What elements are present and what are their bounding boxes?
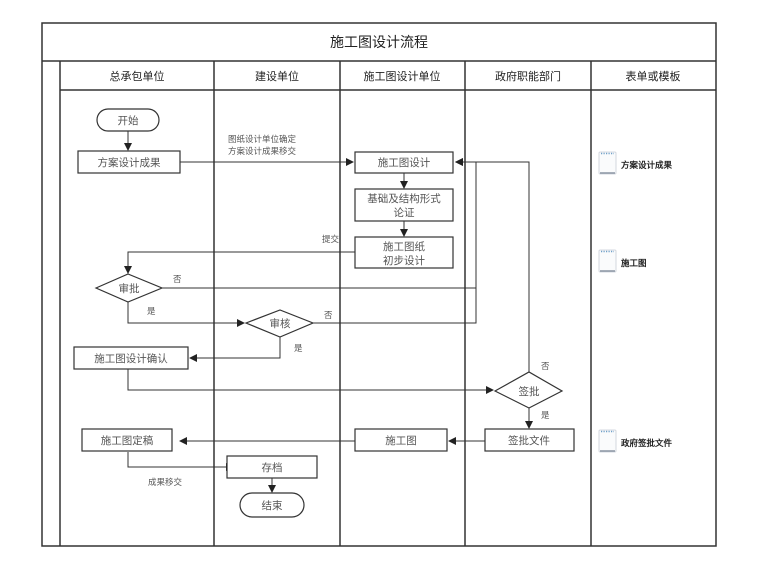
node-preliminary-design: 施工图纸 初步设计: [354, 236, 454, 269]
decision-approve: 审批: [94, 273, 164, 303]
svg-text:基础及结构形式: 基础及结构形式: [367, 192, 441, 205]
edge-review-no: [313, 288, 477, 324]
document-icon: [598, 429, 617, 453]
form-item-gov-sign-document[interactable]: 政府签批文件: [598, 429, 673, 453]
form-item-drawings[interactable]: 施工图: [598, 249, 647, 273]
label-sign-yes: 是: [541, 411, 550, 421]
document-icon: [598, 151, 617, 175]
edge-confirm-to-sign: [127, 369, 494, 394]
edge-review-yes: [189, 337, 281, 362]
edge-final-to-archive: [127, 452, 234, 471]
node-drawings: 施工图: [354, 428, 448, 452]
svg-text:存档: 存档: [262, 461, 283, 474]
node-start: 开始: [96, 108, 160, 132]
node-sign-document: 签批文件: [484, 428, 575, 452]
edge-sign-no: [455, 158, 530, 372]
decision-sign-approve: 签批: [493, 371, 564, 409]
svg-text:审批: 审批: [119, 282, 140, 295]
connectors: [124, 131, 533, 493]
node-foundation-study: 基础及结构形式 论证: [354, 188, 454, 222]
svg-text:施工图定稿: 施工图定稿: [101, 434, 154, 447]
lane-header-government: 政府职能部门: [495, 69, 561, 83]
lane-header-forms: 表单或模板: [626, 69, 681, 83]
svg-text:初步设计: 初步设计: [383, 254, 425, 267]
svg-text:政府签批文件: 政府签批文件: [621, 438, 673, 449]
node-final-drawings: 施工图定稿: [81, 428, 173, 452]
label-approve-no: 否: [173, 275, 182, 285]
node-end: 结束: [239, 492, 305, 518]
svg-text:结束: 结束: [262, 499, 283, 512]
edge-submit-to-approve: [124, 251, 355, 274]
edge-approve-no: [162, 158, 477, 289]
decision-review: 审核: [244, 309, 315, 338]
node-design-confirm: 施工图设计确认: [73, 346, 189, 370]
svg-text:施工图: 施工图: [621, 258, 647, 269]
document-icon: [598, 249, 617, 273]
lane-header-design-unit: 施工图设计单位: [364, 69, 441, 83]
label-transfer-line1: 图纸设计单位确定: [228, 134, 297, 145]
form-item-scheme-result[interactable]: 方案设计成果: [598, 151, 673, 175]
edge-approve-yes: [127, 302, 245, 327]
swimlane-frame: [41, 22, 717, 547]
label-approve-yes: 是: [147, 307, 156, 317]
svg-text:施工图设计: 施工图设计: [378, 156, 431, 169]
label-transfer-line2: 方案设计成果移交: [228, 146, 297, 157]
svg-text:方案设计成果: 方案设计成果: [621, 160, 673, 171]
label-submit: 提交: [322, 234, 340, 245]
node-archive: 存档: [226, 455, 318, 479]
lane-header-general-contractor: 总承包单位: [110, 69, 165, 83]
svg-text:施工图设计确认: 施工图设计确认: [94, 352, 168, 365]
label-review-no: 否: [324, 311, 333, 321]
svg-text:论证: 论证: [394, 206, 415, 219]
svg-text:签批: 签批: [519, 385, 540, 398]
svg-text:方案设计成果: 方案设计成果: [98, 156, 161, 169]
node-construction-design: 施工图设计: [354, 151, 454, 174]
label-result-transfer: 成果移交: [148, 477, 183, 488]
label-review-yes: 是: [294, 344, 303, 354]
page-title: 施工图设计流程: [330, 35, 428, 51]
svg-text:施工图: 施工图: [385, 434, 417, 447]
svg-text:签批文件: 签批文件: [508, 434, 550, 447]
label-sign-no: 否: [541, 362, 550, 372]
lane-header-owner: 建设单位: [255, 69, 299, 83]
node-scheme-result: 方案设计成果: [77, 150, 181, 174]
svg-text:审核: 审核: [270, 317, 291, 330]
svg-text:施工图纸: 施工图纸: [383, 240, 425, 253]
svg-text:开始: 开始: [118, 114, 139, 127]
